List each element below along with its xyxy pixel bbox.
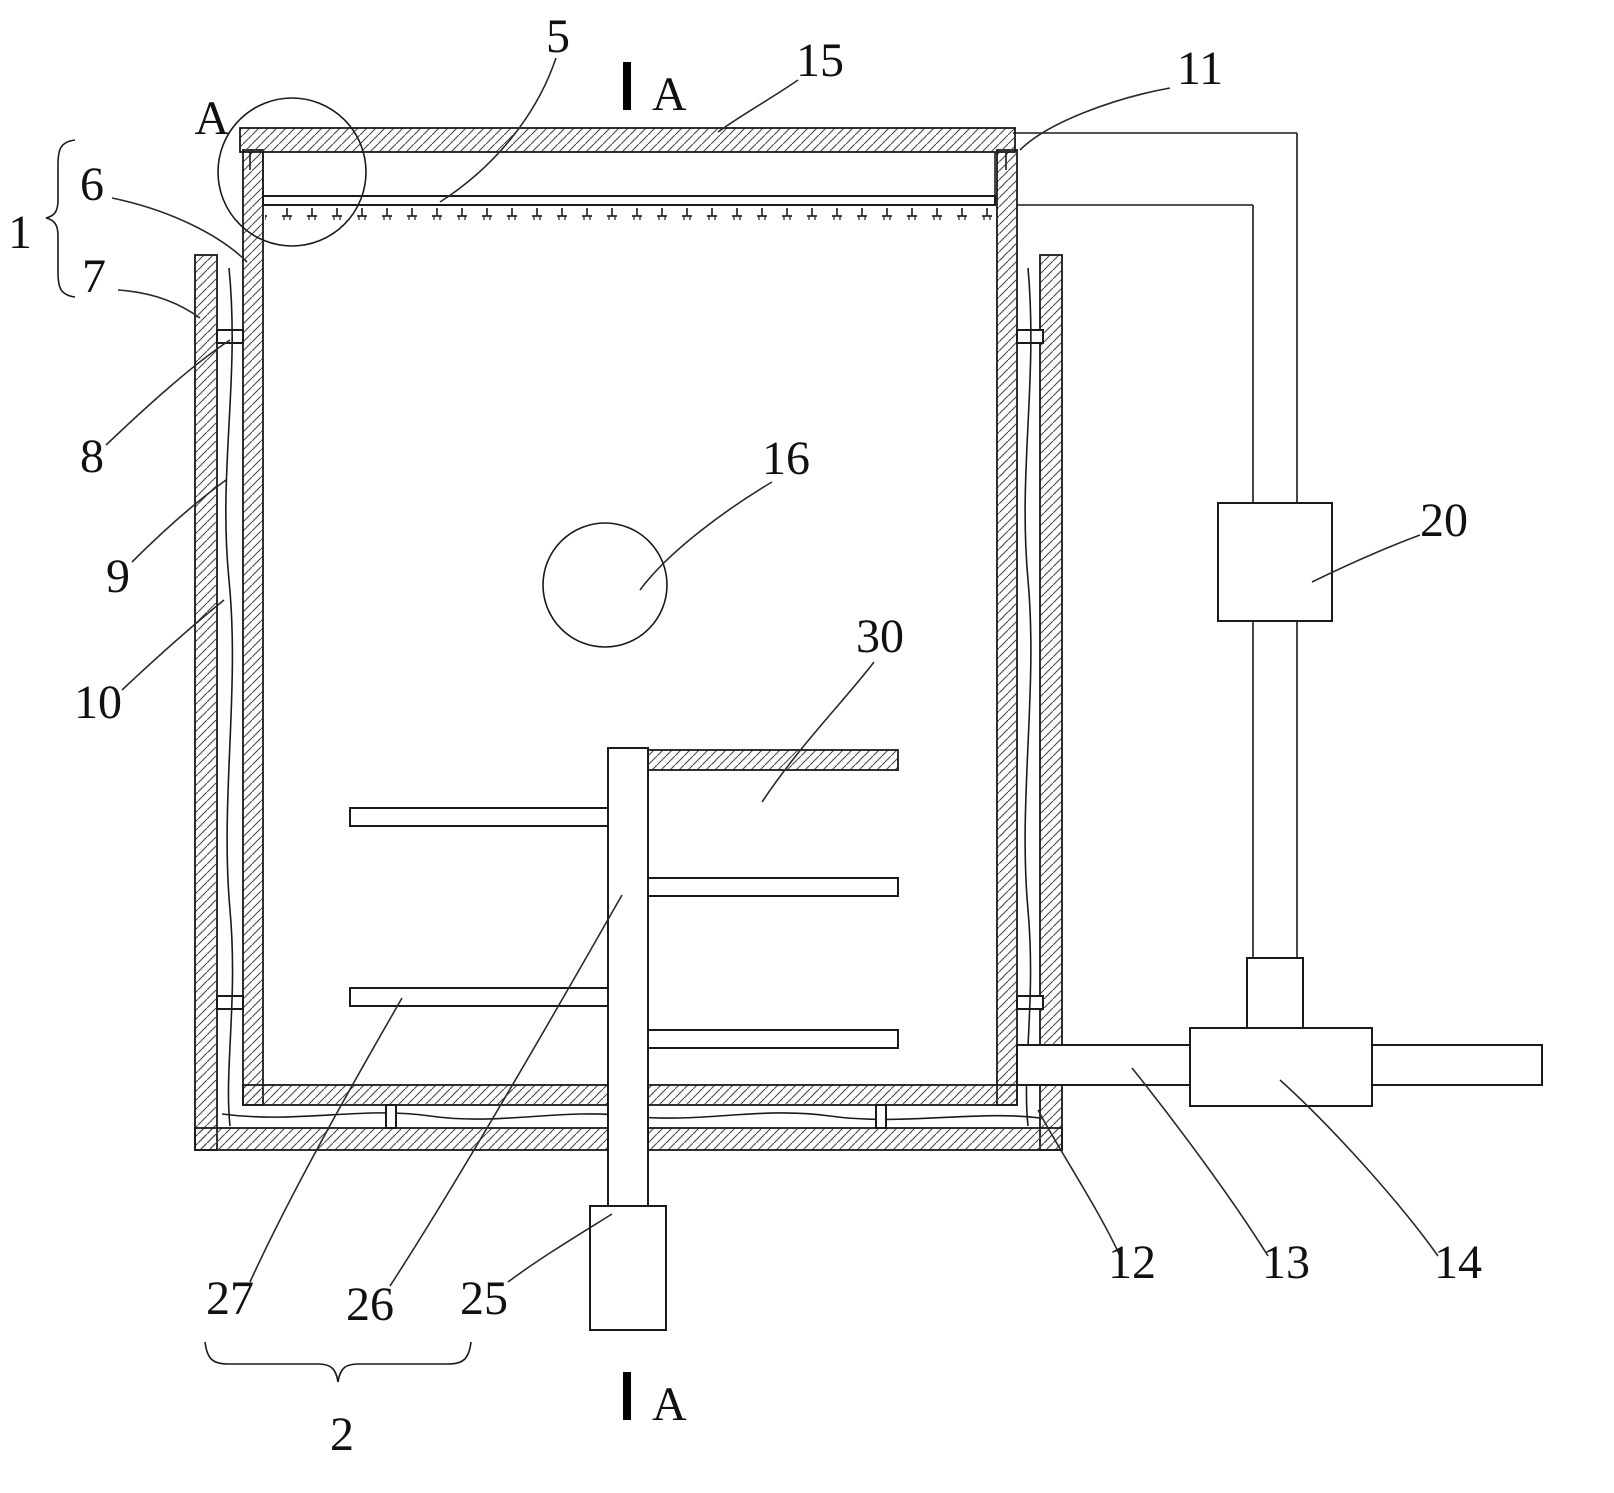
label-part-15: 15 bbox=[796, 34, 844, 87]
outer-wall-left bbox=[194, 254, 218, 1151]
leader-8 bbox=[105, 339, 231, 446]
label-part-14: 14 bbox=[1434, 1236, 1482, 1289]
section-line-top bbox=[623, 62, 631, 110]
spray-nozzles bbox=[265, 205, 993, 220]
leader-13 bbox=[1131, 1067, 1269, 1257]
leader-25 bbox=[507, 1213, 613, 1283]
vessel-lid bbox=[239, 127, 1016, 153]
leader-5 bbox=[439, 57, 557, 203]
paddle-arm-1 bbox=[349, 807, 609, 827]
label-part-11: 11 bbox=[1177, 42, 1223, 95]
label-part-9: 9 bbox=[106, 550, 130, 603]
leader-20 bbox=[1311, 534, 1421, 583]
pipe-coupling bbox=[1246, 957, 1304, 1031]
label-part-26: 26 bbox=[346, 1278, 394, 1331]
leader-10 bbox=[121, 599, 225, 691]
label-part-6: 6 bbox=[80, 158, 104, 211]
label-part-8: 8 bbox=[80, 430, 104, 483]
top-plate bbox=[647, 749, 899, 771]
bottom-rib-right bbox=[875, 1104, 887, 1129]
label-part-5: 5 bbox=[546, 10, 570, 63]
label-part-16: 16 bbox=[762, 432, 810, 485]
label-section-bottom: A bbox=[652, 1378, 687, 1431]
label-detail-a: A bbox=[195, 92, 230, 145]
pump-box bbox=[1189, 1027, 1373, 1107]
leader-14 bbox=[1279, 1079, 1439, 1257]
leader-26 bbox=[389, 894, 623, 1287]
leader-15 bbox=[717, 79, 799, 133]
inner-wall-left bbox=[242, 149, 264, 1106]
agitator-shaft bbox=[607, 747, 649, 1207]
wall-bracket-top-right bbox=[1016, 329, 1044, 344]
bottom-rib-left bbox=[385, 1104, 397, 1129]
paddle-arm-2 bbox=[647, 877, 899, 897]
motor-box bbox=[589, 1205, 667, 1331]
label-part-2: 2 bbox=[330, 1408, 354, 1461]
paddle-arm-4 bbox=[647, 1029, 899, 1049]
insulation-wave-right bbox=[1024, 267, 1032, 1127]
wall-bracket-top-left bbox=[216, 329, 244, 344]
sprayer-plate bbox=[262, 195, 996, 206]
leader-12 bbox=[1037, 1109, 1121, 1257]
outlet-pipe bbox=[1371, 1044, 1543, 1086]
insulation-wave-left bbox=[225, 267, 234, 1127]
label-part-13: 13 bbox=[1262, 1236, 1310, 1289]
label-part-10: 10 bbox=[74, 676, 122, 729]
paddle-arm-3 bbox=[349, 987, 609, 1007]
brace-group-2 bbox=[204, 1341, 472, 1383]
label-part-12: 12 bbox=[1108, 1236, 1156, 1289]
label-part-1: 1 bbox=[8, 206, 32, 259]
drain-pipe bbox=[1016, 1044, 1191, 1086]
label-part-25: 25 bbox=[460, 1272, 508, 1325]
outer-wall-right bbox=[1039, 254, 1063, 1151]
inner-wall-right bbox=[996, 149, 1018, 1106]
leader-16 bbox=[639, 481, 773, 591]
leader-7 bbox=[117, 289, 201, 319]
detail-circle bbox=[217, 97, 367, 247]
interior-port-circle bbox=[542, 522, 668, 648]
label-part-30: 30 bbox=[856, 610, 904, 663]
section-line-bottom bbox=[623, 1372, 631, 1420]
brace-group-1 bbox=[45, 139, 76, 298]
label-section-top: A bbox=[652, 68, 687, 121]
label-part-7: 7 bbox=[82, 250, 106, 303]
wall-bracket-bottom-left bbox=[216, 995, 244, 1010]
leader-9 bbox=[131, 479, 227, 563]
leader-27 bbox=[249, 997, 403, 1283]
leader-6 bbox=[111, 197, 248, 263]
leader-30 bbox=[761, 661, 875, 803]
inline-unit-box bbox=[1217, 502, 1333, 622]
label-part-20: 20 bbox=[1420, 494, 1468, 547]
label-part-27: 27 bbox=[206, 1272, 254, 1325]
leader-11 bbox=[1019, 87, 1171, 151]
